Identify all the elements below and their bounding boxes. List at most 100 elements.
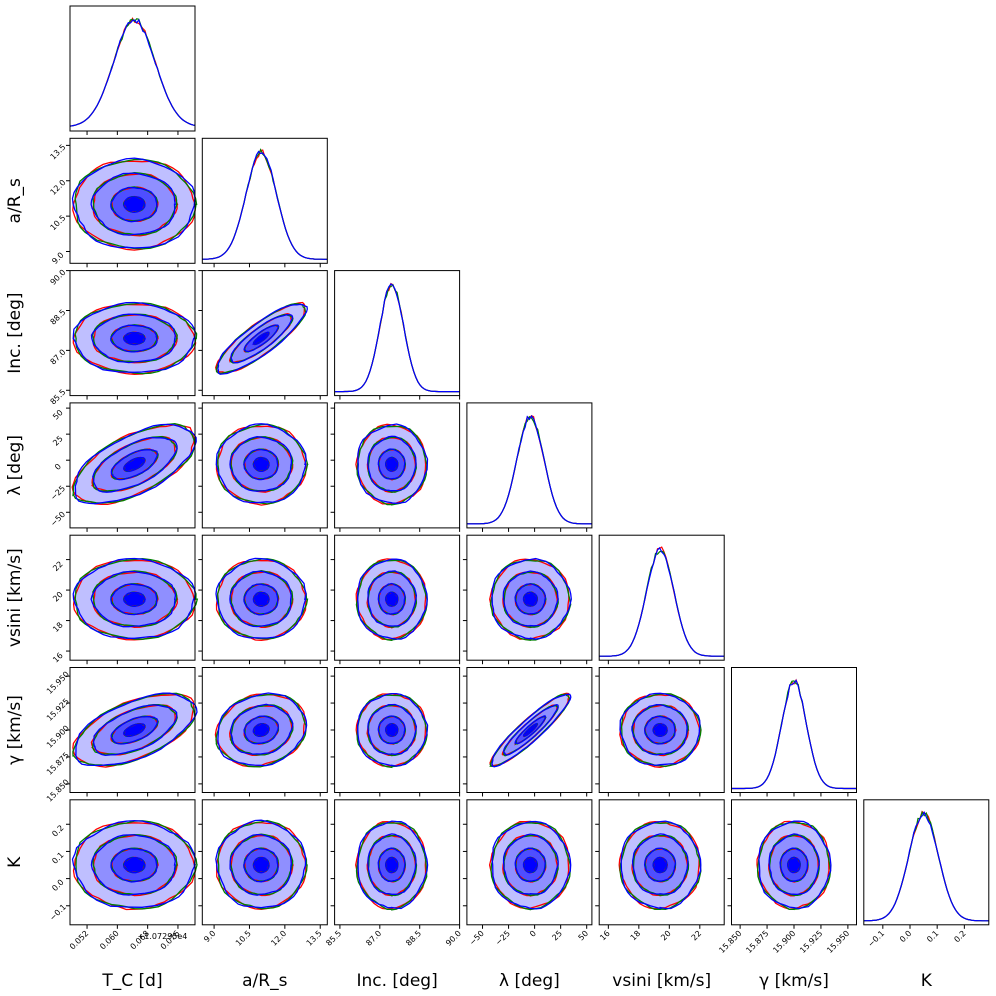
x-tick-label-vsini-km-s: 20 bbox=[659, 929, 673, 943]
contour-fill-level-4 bbox=[123, 592, 145, 607]
contour-fill-level-4 bbox=[123, 723, 145, 737]
contour-line-series-1 bbox=[618, 820, 700, 910]
contour-panel-t-c-d-vs-inc-deg bbox=[66, 270, 198, 400]
y-tick-label-a-r-s: 10.5 bbox=[49, 213, 68, 232]
x-axis-label-k: K bbox=[921, 971, 933, 991]
x-tick-label-vsini-km-s: 22 bbox=[690, 929, 704, 943]
contour-panel-t-c-d-vs-a-r-s bbox=[66, 137, 198, 268]
histogram-series-3 bbox=[334, 283, 460, 393]
histogram-series-3 bbox=[202, 150, 328, 260]
contour-line-series-3 bbox=[243, 448, 279, 481]
contour-line-series-3 bbox=[230, 703, 294, 755]
panel-frame bbox=[731, 667, 857, 793]
contour-panel-a-r-s-vs-inc-deg bbox=[198, 270, 328, 400]
contour-line-series-3 bbox=[377, 582, 406, 615]
contour-line-series-3 bbox=[110, 848, 158, 883]
contour-line-series-3 bbox=[71, 819, 197, 908]
contour-line-series-3 bbox=[367, 833, 417, 895]
x-tick-label-km-s: 15.950 bbox=[825, 929, 851, 955]
contour-line-series-3 bbox=[215, 557, 307, 639]
contour-fill-level-4 bbox=[385, 723, 398, 737]
panel-frame bbox=[69, 270, 196, 397]
contour-line-series-1 bbox=[71, 424, 195, 506]
x-tick-label-inc-deg: 87.0 bbox=[364, 929, 383, 948]
y-tick-label-vsini-km-s: 20 bbox=[51, 590, 65, 604]
histogram-series-2 bbox=[202, 148, 328, 260]
y-tick-label-deg: 25 bbox=[51, 434, 65, 448]
contour-line-series-3 bbox=[252, 457, 270, 473]
contour-line-series-3 bbox=[74, 692, 198, 767]
histogram-series-1 bbox=[599, 546, 725, 657]
contour-panel-inc-deg-vs-k bbox=[330, 799, 461, 929]
contour-line-series-1 bbox=[215, 425, 307, 506]
contour-line-series-3 bbox=[652, 723, 668, 737]
contour-line-series-3 bbox=[356, 692, 429, 767]
histogram-series-3 bbox=[69, 18, 196, 127]
contour-panel-a-r-s-vs-deg bbox=[198, 402, 328, 532]
contour-line-series-3 bbox=[252, 591, 270, 607]
contour-panel-a-r-s-vs-k bbox=[198, 799, 328, 929]
x-tick-label-inc-deg: 88.5 bbox=[404, 929, 423, 948]
contour-line-series-3 bbox=[514, 583, 547, 615]
contour-line-series-3 bbox=[251, 331, 270, 345]
panel-frame bbox=[334, 402, 461, 529]
y-tick-label-vsini-km-s: 16 bbox=[51, 651, 65, 665]
histogram-series-2 bbox=[69, 18, 196, 127]
histogram-series-2 bbox=[466, 415, 592, 525]
panel-frame bbox=[466, 534, 593, 661]
contour-line-series-3 bbox=[619, 692, 701, 767]
panel-frame bbox=[598, 534, 725, 661]
contour-line-series-2 bbox=[503, 571, 559, 628]
contour-line-series-3 bbox=[644, 715, 676, 745]
contour-line-series-3 bbox=[491, 557, 572, 640]
histogram-panel-a-r-s bbox=[201, 137, 328, 268]
contour-panel-t-c-d-vs-vsini-km-s bbox=[66, 534, 199, 665]
contour-line-series-3 bbox=[367, 703, 418, 755]
histogram-series-2 bbox=[863, 810, 989, 922]
panel-frame bbox=[69, 534, 196, 661]
contour-fill-level-4 bbox=[253, 457, 269, 472]
contour-line-series-3 bbox=[243, 848, 279, 883]
contour-line-series-3 bbox=[384, 723, 399, 737]
contour-line-series-3 bbox=[252, 857, 270, 874]
contour-line-series-3 bbox=[123, 196, 146, 213]
contour-line-series-3 bbox=[502, 570, 559, 627]
contour-fill-level-4 bbox=[523, 723, 538, 737]
contour-panel-a-r-s-vs-vsini-km-s bbox=[198, 534, 328, 665]
histogram-panel-vsini-km-s bbox=[598, 534, 725, 665]
contour-line-series-3 bbox=[643, 847, 676, 882]
contour-line-series-3 bbox=[522, 856, 538, 874]
contour-line-series-3 bbox=[243, 583, 279, 616]
contour-line-series-3 bbox=[215, 819, 307, 909]
y-tick-label-vsini-km-s: 18 bbox=[51, 620, 65, 634]
contour-line-series-3 bbox=[385, 456, 399, 473]
x-tick-label-km-s: 15.850 bbox=[717, 929, 743, 955]
x-tick-label-t-c-d: 0.052 bbox=[68, 929, 91, 952]
x-tick-label-deg: −25 bbox=[494, 929, 512, 947]
y-tick-label-a-r-s: 9.0 bbox=[50, 251, 65, 266]
contour-line-series-3 bbox=[110, 449, 158, 481]
contour-line-series-3 bbox=[92, 704, 178, 757]
y-axis-label-k: K bbox=[5, 856, 25, 868]
contour-line-series-3 bbox=[215, 423, 307, 504]
x-axis-label-km-s: γ [km/s] bbox=[759, 971, 829, 991]
contour-fill-level-4 bbox=[653, 723, 668, 737]
histogram-series-3 bbox=[599, 546, 725, 657]
contour-line-series-3 bbox=[90, 313, 176, 364]
histogram-series-2 bbox=[731, 680, 857, 790]
contour-line-series-3 bbox=[502, 704, 559, 756]
histogram-series-1 bbox=[69, 17, 196, 127]
contour-fill-level-4 bbox=[123, 457, 145, 472]
contour-fill-level-4 bbox=[523, 592, 538, 607]
histogram-series-1 bbox=[334, 282, 460, 393]
histogram-series-3 bbox=[863, 810, 989, 922]
contour-line-series-3 bbox=[217, 303, 308, 375]
contour-panel-a-r-s-vs-km-s bbox=[198, 667, 328, 797]
contour-fill-level-4 bbox=[253, 857, 269, 873]
contour-fill-level-4 bbox=[385, 457, 398, 472]
contour-line-series-3 bbox=[123, 857, 146, 874]
contour-fill-level-4 bbox=[123, 332, 145, 345]
contour-line-series-3 bbox=[217, 692, 308, 767]
x-tick-label-k: −0.1 bbox=[866, 929, 886, 949]
y-tick-label-deg: 50 bbox=[51, 408, 65, 422]
